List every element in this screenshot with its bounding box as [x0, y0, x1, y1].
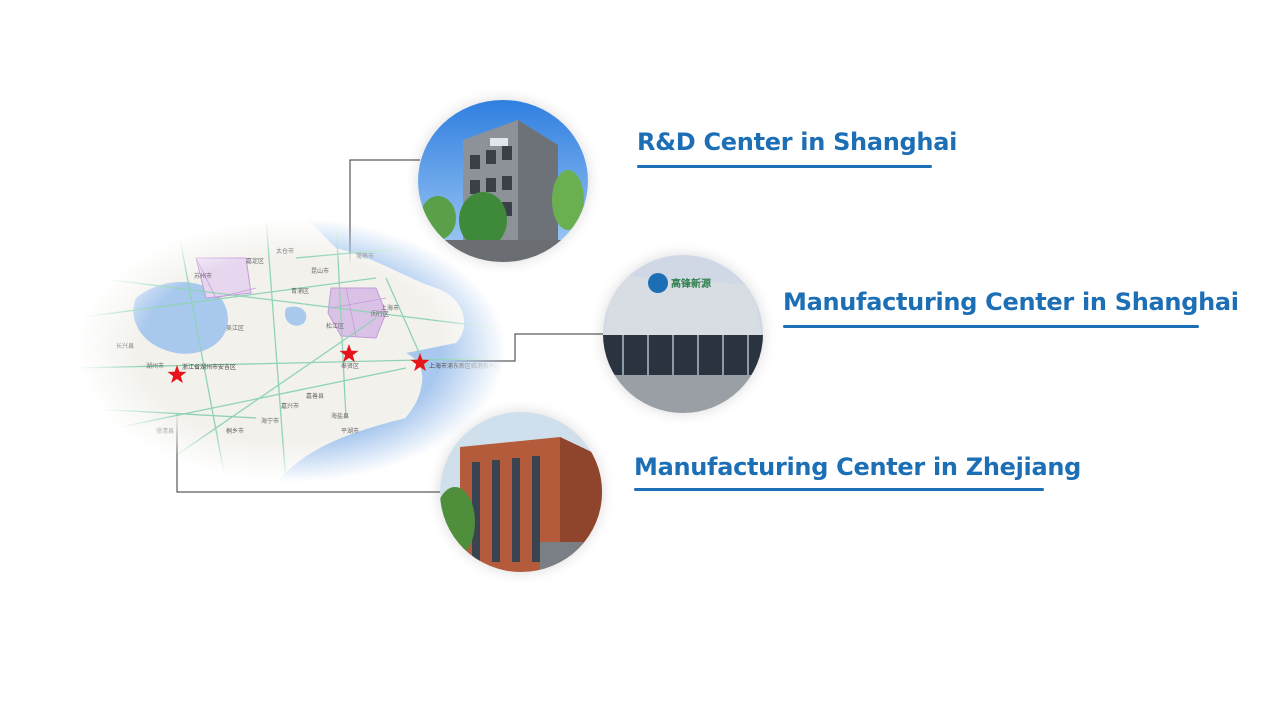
map-place-label: 上海市 — [381, 304, 399, 312]
map-place-label: 常熟市 — [356, 252, 374, 260]
map-place-label: 闵行区 — [371, 310, 389, 318]
site-title-mfg-zhejiang: Manufacturing Center in Zhejiang — [634, 453, 1082, 481]
map-place-label: 奉贤区 — [341, 362, 359, 370]
title-underline — [783, 325, 1199, 328]
title-underline — [634, 488, 1044, 491]
map-place-label: 嘉善县 — [306, 392, 324, 400]
map-place-label: 德清县 — [156, 427, 174, 435]
map-place-label: 嘉定区 — [246, 257, 264, 265]
site-title-rd-shanghai: R&D Center in Shanghai — [637, 128, 958, 156]
mfg-zhejiang-photo — [440, 412, 602, 572]
marker-shanghai-rd-star — [339, 344, 359, 363]
marker-shanghai-mfg-star — [410, 353, 430, 372]
rd-center-photo — [418, 100, 588, 262]
site-title-mfg-shanghai: Manufacturing Center in Shanghai — [783, 288, 1239, 316]
map-place-label: 青浦区 — [291, 287, 309, 295]
building-sign: 高锋新源 — [671, 277, 711, 290]
title-underline — [637, 165, 932, 168]
map-marker-label: 浙江省湖州市安吉区 — [182, 363, 236, 371]
map-marker-label: 上海市浦东新区临港新片区 — [429, 362, 501, 370]
map-place-label: 平湖市 — [341, 427, 359, 435]
map-place-label: 嘉兴市 — [281, 402, 299, 410]
marker-zhejiang-star — [167, 365, 187, 384]
map-place-label: 太仓市 — [276, 247, 294, 255]
map-place-label: 桐乡市 — [226, 427, 244, 435]
map-place-label: 湖州市 — [146, 362, 164, 370]
region-map: 常熟市 太仓市昆山市 嘉定区苏州市吴江区 青浦区松江区 闵行区奉贤区嘉兴市嘉善县海盐县平… — [75, 217, 507, 484]
map-place-label: 海盐县 — [331, 412, 349, 420]
map-place-label: 吴江区 — [226, 325, 244, 332]
map-place-label: 海宁市 — [261, 417, 279, 425]
mfg-shanghai-photo: 高锋新源 — [603, 255, 763, 413]
map-place-label: 长兴县 — [116, 342, 134, 350]
map-place-label: 昆山市 — [311, 267, 329, 275]
map-place-label: 苏州市 — [194, 272, 212, 280]
map-place-label: 松江区 — [326, 322, 344, 330]
